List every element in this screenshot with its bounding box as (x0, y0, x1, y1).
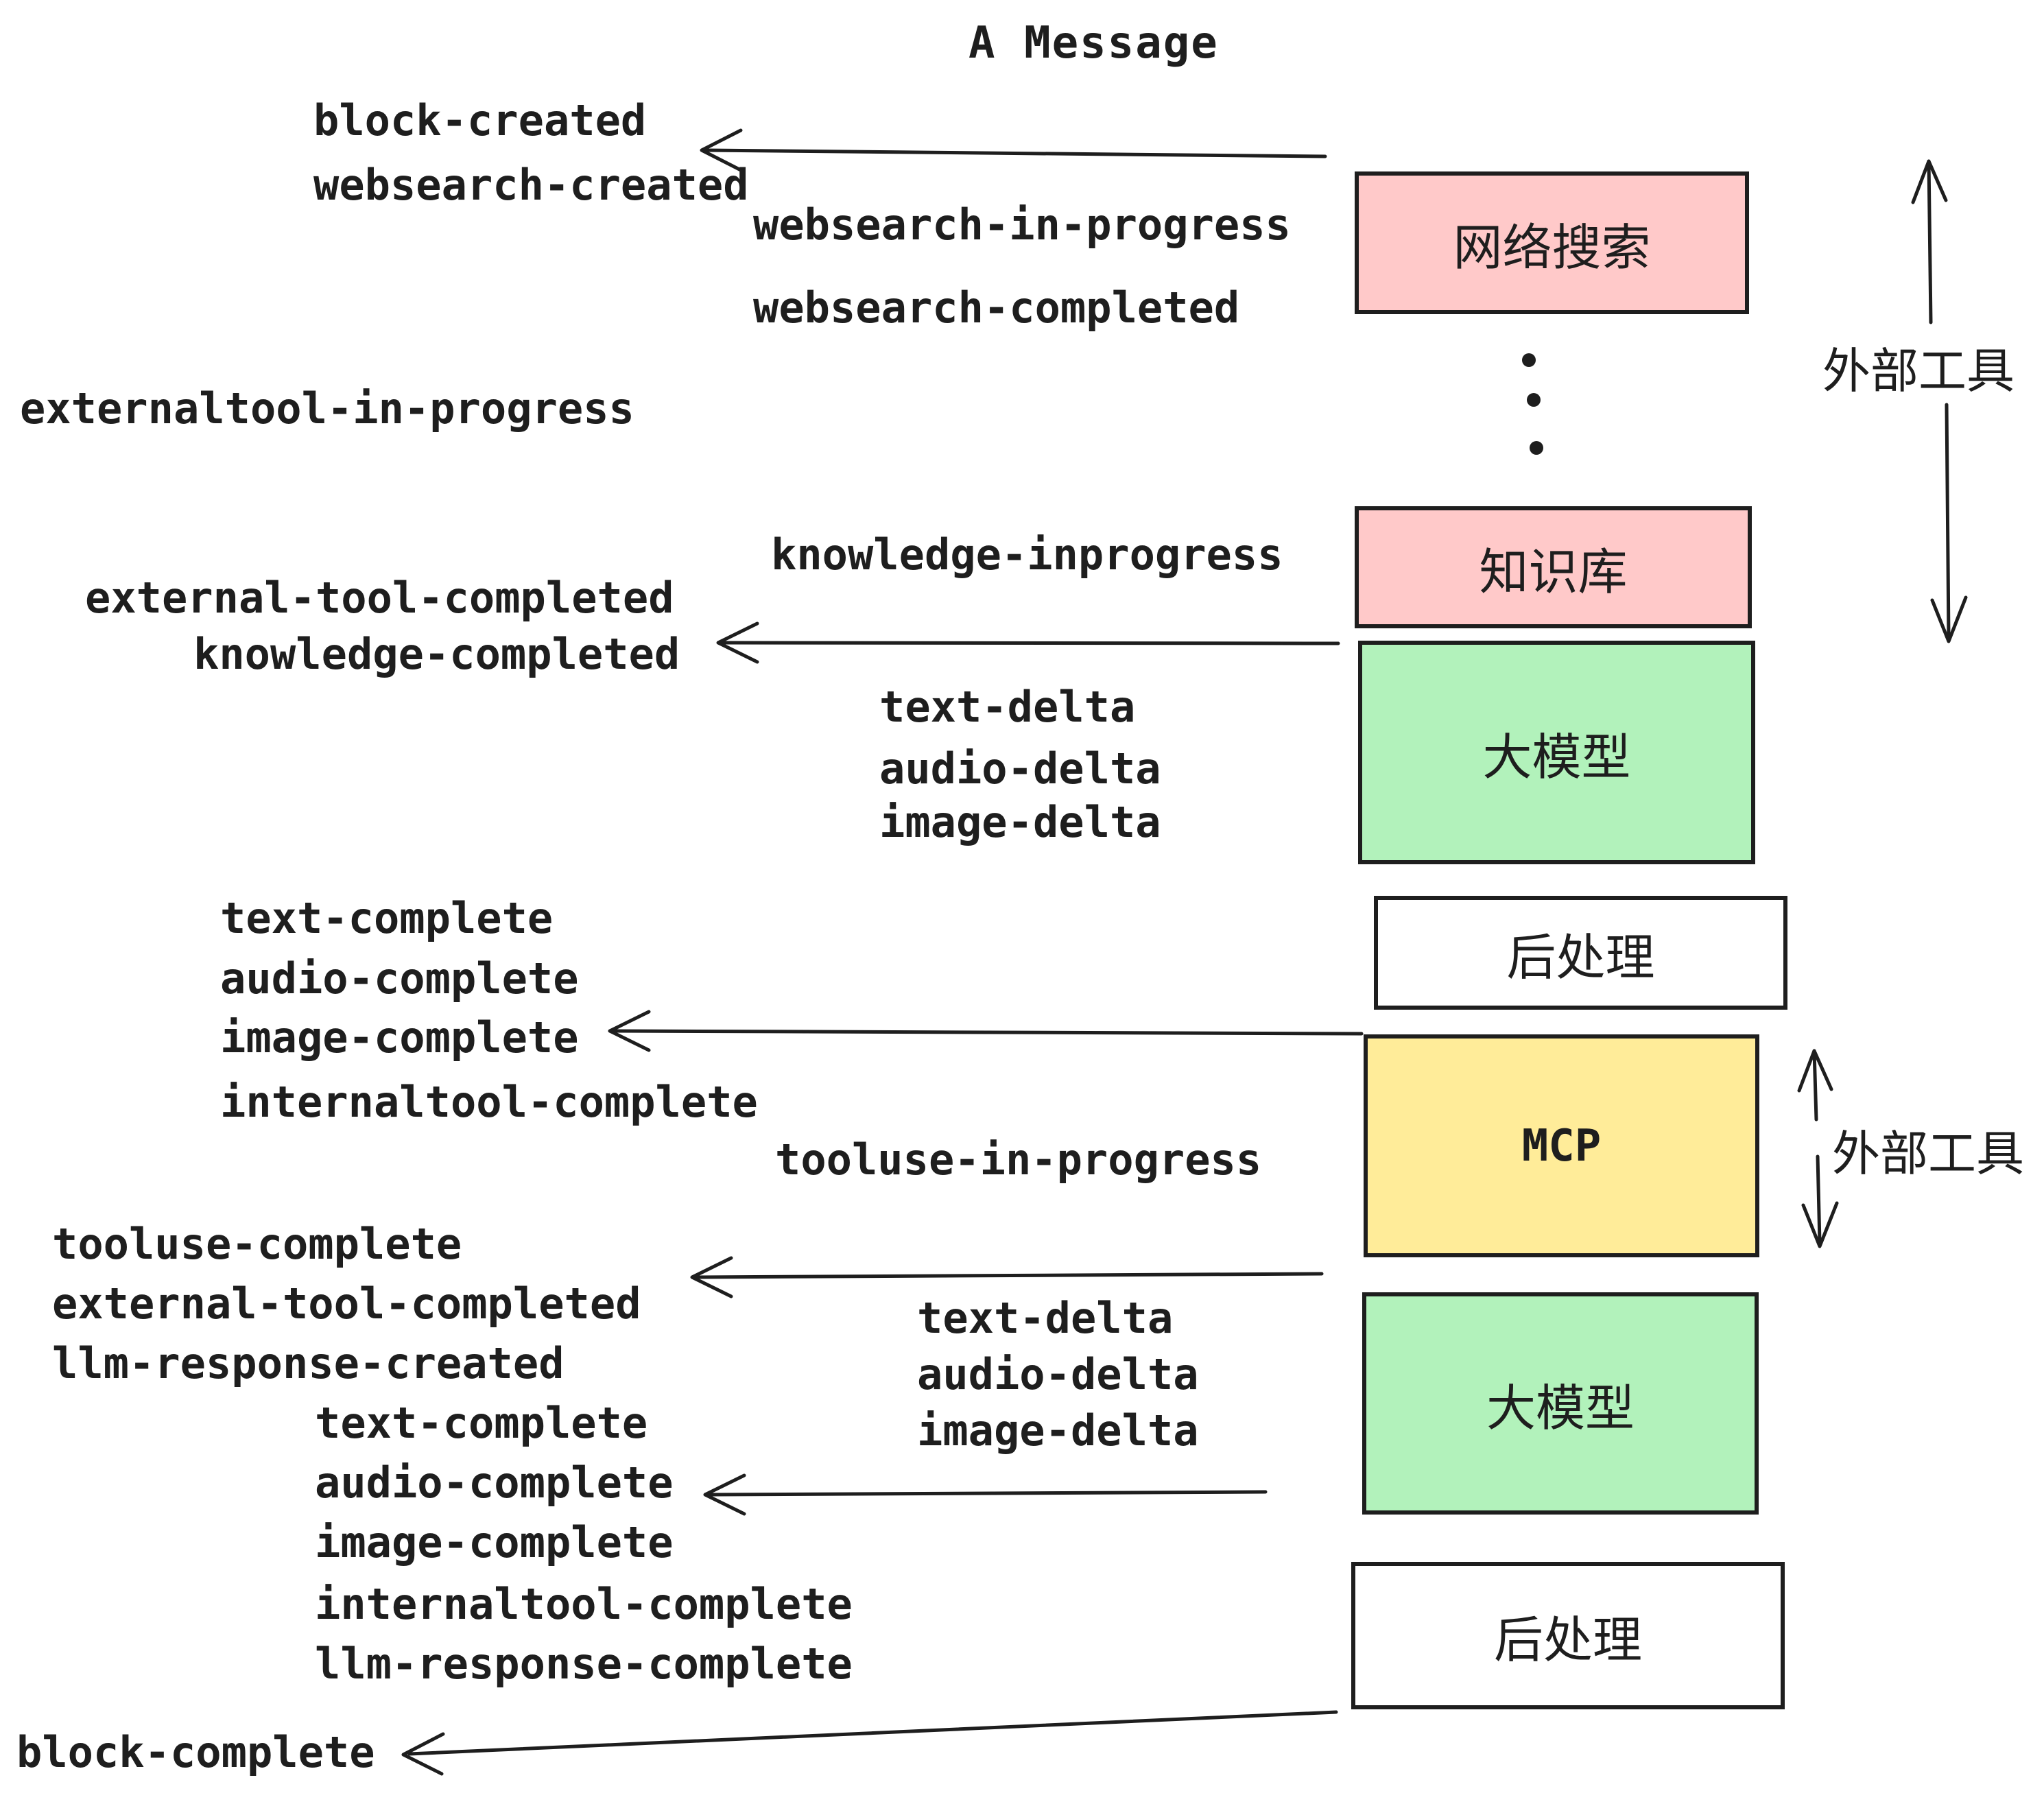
box-knowledge-label: 知识库 (1479, 545, 1628, 600)
box-llm-1: 大模型 (1358, 641, 1755, 864)
event-image-complete-2: image-complete (315, 1517, 674, 1567)
event-audio-complete-2: audio-complete (315, 1458, 674, 1508)
box-llm-2: 大模型 (1362, 1292, 1759, 1515)
box-knowledge: 知识库 (1355, 506, 1752, 628)
event-text-delta-2: text-delta (917, 1293, 1174, 1343)
external-tools-up-arrow-icon (1911, 159, 1948, 324)
event-external-tool-completed-2: external-tool-completed (52, 1279, 641, 1329)
event-block-created: block-created (313, 95, 647, 145)
event-external-tool-completed-1: external-tool-completed (85, 573, 674, 623)
event-knowledge-completed: knowledge-completed (193, 629, 680, 679)
event-audio-delta-1: audio-delta (879, 744, 1161, 794)
box-mcp-label: MCP (1521, 1120, 1602, 1172)
diagram-title: A Message (968, 18, 1219, 69)
box-postprocess-1: 后处理 (1374, 896, 1787, 1010)
ellipsis-dots-icon (1522, 353, 1543, 455)
event-websearch-in-progress: websearch-in-progress (753, 200, 1291, 250)
event-image-delta-1: image-delta (879, 797, 1161, 847)
arrow-websearch-to-created-icon (700, 128, 1327, 172)
event-websearch-created: websearch-created (313, 160, 749, 210)
box-postprocess-2-label: 后处理 (1493, 1613, 1642, 1668)
arrow-llm1-to-complete-icon (608, 1010, 1364, 1052)
event-audio-delta-2: audio-delta (917, 1349, 1199, 1399)
arrow-post2-to-block-complete-icon (401, 1710, 1338, 1776)
box-websearch-label: 网络搜索 (1453, 220, 1651, 276)
event-image-complete-1: image-complete (220, 1012, 579, 1063)
event-llm-response-complete: llm-response-complete (315, 1639, 853, 1689)
event-block-complete: block-complete (16, 1727, 375, 1777)
event-image-delta-2: image-delta (917, 1405, 1199, 1456)
box-mcp: MCP (1364, 1034, 1759, 1257)
box-postprocess-1-label: 后处理 (1506, 930, 1655, 986)
event-tooluse-complete: tooluse-complete (52, 1219, 462, 1269)
box-websearch: 网络搜索 (1355, 171, 1749, 314)
event-text-complete-1: text-complete (220, 893, 554, 943)
external-tools-2-up-arrow-icon (1797, 1049, 1833, 1121)
event-knowledge-inprogress: knowledge-inprogress (771, 530, 1283, 580)
external-tools-down-arrow-icon (1930, 403, 1968, 643)
event-externaltool-in-progress: externaltool-in-progress (20, 383, 634, 434)
box-llm-2-label: 大模型 (1486, 1381, 1635, 1436)
external-tools-2-down-arrow-icon (1801, 1154, 1839, 1248)
external-tools-label-1: 外部工具 (1822, 344, 2015, 398)
event-text-delta-1: text-delta (879, 682, 1136, 732)
arrow-mcp-to-tooluse-complete-icon (690, 1256, 1324, 1298)
event-internaltool-complete-1: internaltool-complete (220, 1077, 758, 1127)
arrow-knowledge-to-completed-icon (716, 621, 1340, 664)
event-websearch-completed: websearch-completed (753, 283, 1240, 333)
event-text-complete-2: text-complete (315, 1398, 648, 1448)
event-tooluse-in-progress: tooluse-in-progress (775, 1135, 1262, 1185)
event-llm-response-created: llm-response-created (52, 1338, 565, 1388)
box-llm-1-label: 大模型 (1482, 730, 1631, 785)
event-audio-complete-1: audio-complete (220, 953, 579, 1004)
event-internaltool-complete-2: internaltool-complete (315, 1579, 853, 1629)
box-postprocess-2: 后处理 (1351, 1562, 1785, 1709)
arrow-llm2-to-complete-icon (703, 1473, 1268, 1516)
external-tools-label-2: 外部工具 (1832, 1127, 2024, 1180)
